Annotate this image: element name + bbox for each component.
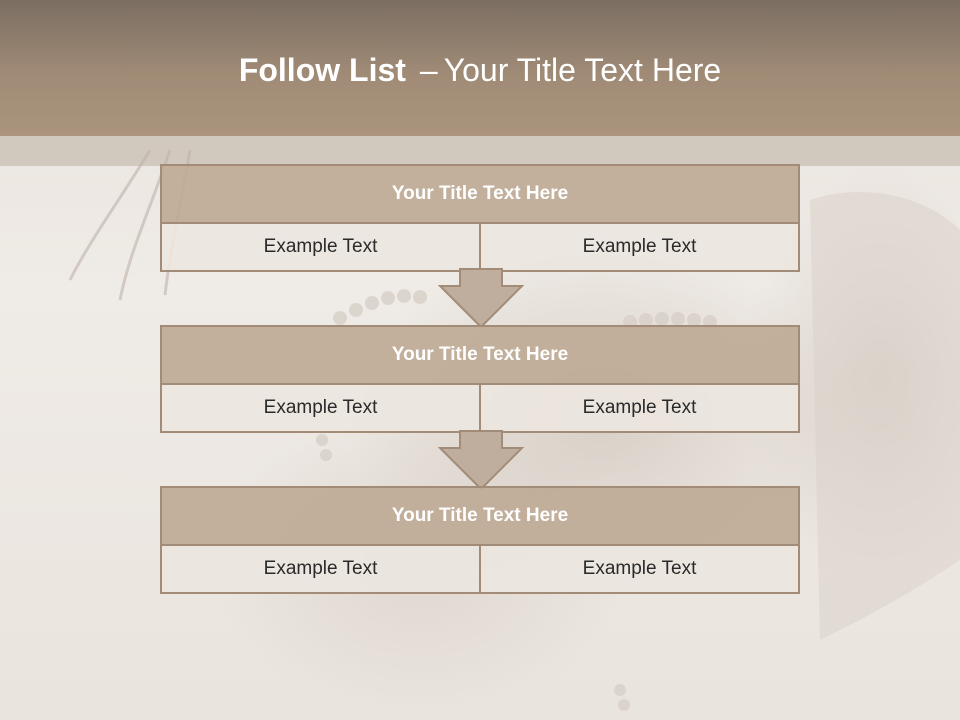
title-bar xyxy=(0,0,960,136)
block-cell-left: Example Text xyxy=(162,546,479,592)
down-arrow-icon xyxy=(438,430,524,490)
list-block-1: Your Title Text Here Example Text Exampl… xyxy=(160,164,800,272)
block-title: Your Title Text Here xyxy=(162,488,798,546)
slide-title: Follow List–Your Title Text Here xyxy=(0,52,960,89)
list-block-3: Your Title Text Here Example Text Exampl… xyxy=(160,486,800,594)
block-cell-left: Example Text xyxy=(162,385,479,431)
block-row: Example Text Example Text xyxy=(162,546,798,592)
block-cell-right: Example Text xyxy=(479,385,798,431)
block-cell-right: Example Text xyxy=(479,224,798,270)
block-cell-left: Example Text xyxy=(162,224,479,270)
slide-title-rest: Your Title Text Here xyxy=(443,52,722,88)
block-row: Example Text Example Text xyxy=(162,385,798,431)
slide-title-bold: Follow List xyxy=(238,52,406,88)
down-arrow-icon xyxy=(438,268,524,328)
slide-title-separator: – xyxy=(419,52,438,88)
block-cell-right: Example Text xyxy=(479,546,798,592)
block-row: Example Text Example Text xyxy=(162,224,798,270)
block-title: Your Title Text Here xyxy=(162,327,798,385)
title-bar-underlay xyxy=(0,136,960,166)
block-title: Your Title Text Here xyxy=(162,166,798,224)
list-block-2: Your Title Text Here Example Text Exampl… xyxy=(160,325,800,433)
